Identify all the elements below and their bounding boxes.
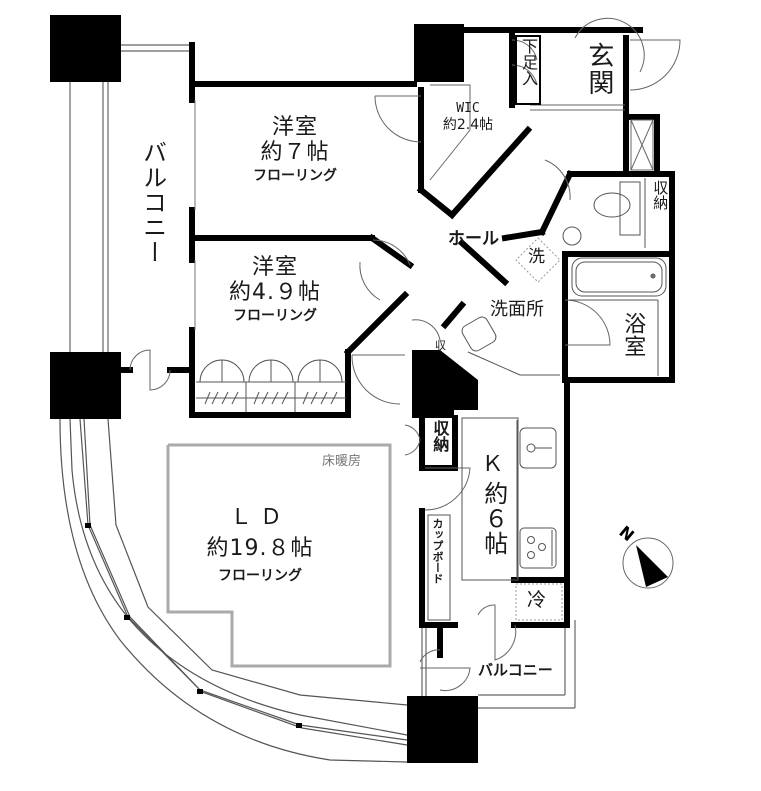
washer-label: 洗 [528,247,545,267]
bathroom-label: 浴室 [620,312,646,358]
kitchen-counter [516,420,557,578]
walls [118,27,675,658]
cupboard-label: カップボード [431,518,444,584]
fridge-label: 冷 [527,589,547,611]
compass-icon: N [615,522,674,589]
western-room-2: 洋室 約4.９帖 フローリング [205,255,345,324]
western-room-1-floor: フローリング [253,167,337,184]
wash-basin [461,316,560,376]
western-room-1: 洋室 約７帖 フローリング [225,115,365,184]
western-room-1-name: 洋室 [271,115,318,140]
fridge-space [515,583,563,621]
toilet-fixture [562,178,646,248]
toilet-storage-label: 収納 [651,180,670,210]
balcony-south-label: バルコニー [478,661,553,679]
hall-label: ホール [448,229,499,249]
structural-columns [50,15,478,763]
wic-name: WIC [456,101,480,116]
curved-balcony [59,418,408,763]
living-dining-floor: フローリング [218,567,302,584]
living-dining-size: 約19.８帖 [206,536,314,562]
closet-western-room-2 [196,359,346,412]
floor-heating-label: 床暖房 [322,454,362,469]
entrance-storage [630,119,654,171]
shoe-storage-label: 下足入 [519,38,538,86]
kitchen: Ｋ 約６帖 [478,452,508,556]
hall-storage-label: 収 [435,339,446,352]
western-room-2-size: 約4.９帖 [229,280,321,306]
living-dining: ＬＤ 約19.８帖 フローリング [190,505,330,584]
kitchen-size: 約６帖 [479,481,508,557]
western-room-2-name: 洋室 [251,255,298,280]
western-room-1-size: 約７帖 [260,140,330,166]
washroom-label: 洗面所 [490,299,544,320]
kitchen-island [427,417,519,621]
floor-heating-outline [166,443,392,668]
wic: WIC 約2.4帖 [428,101,508,133]
kitchen-name: Ｋ [481,452,505,477]
wic-size: 約2.4帖 [442,116,494,133]
balcony-west-label: バルコニー [138,140,167,265]
bathtub [569,257,667,376]
entrance-label: 玄関 [583,42,614,96]
living-dining-name: ＬＤ [229,505,290,530]
west-balcony [69,44,190,352]
balcony-posts [85,523,302,728]
washer-pan [515,237,561,283]
kitchen-storage-label: 収納 [430,420,450,452]
south-balcony [421,620,576,709]
shoe-storage-box [515,35,541,105]
western-room-2-floor: フローリング [233,307,317,324]
door-swings [129,17,681,691]
